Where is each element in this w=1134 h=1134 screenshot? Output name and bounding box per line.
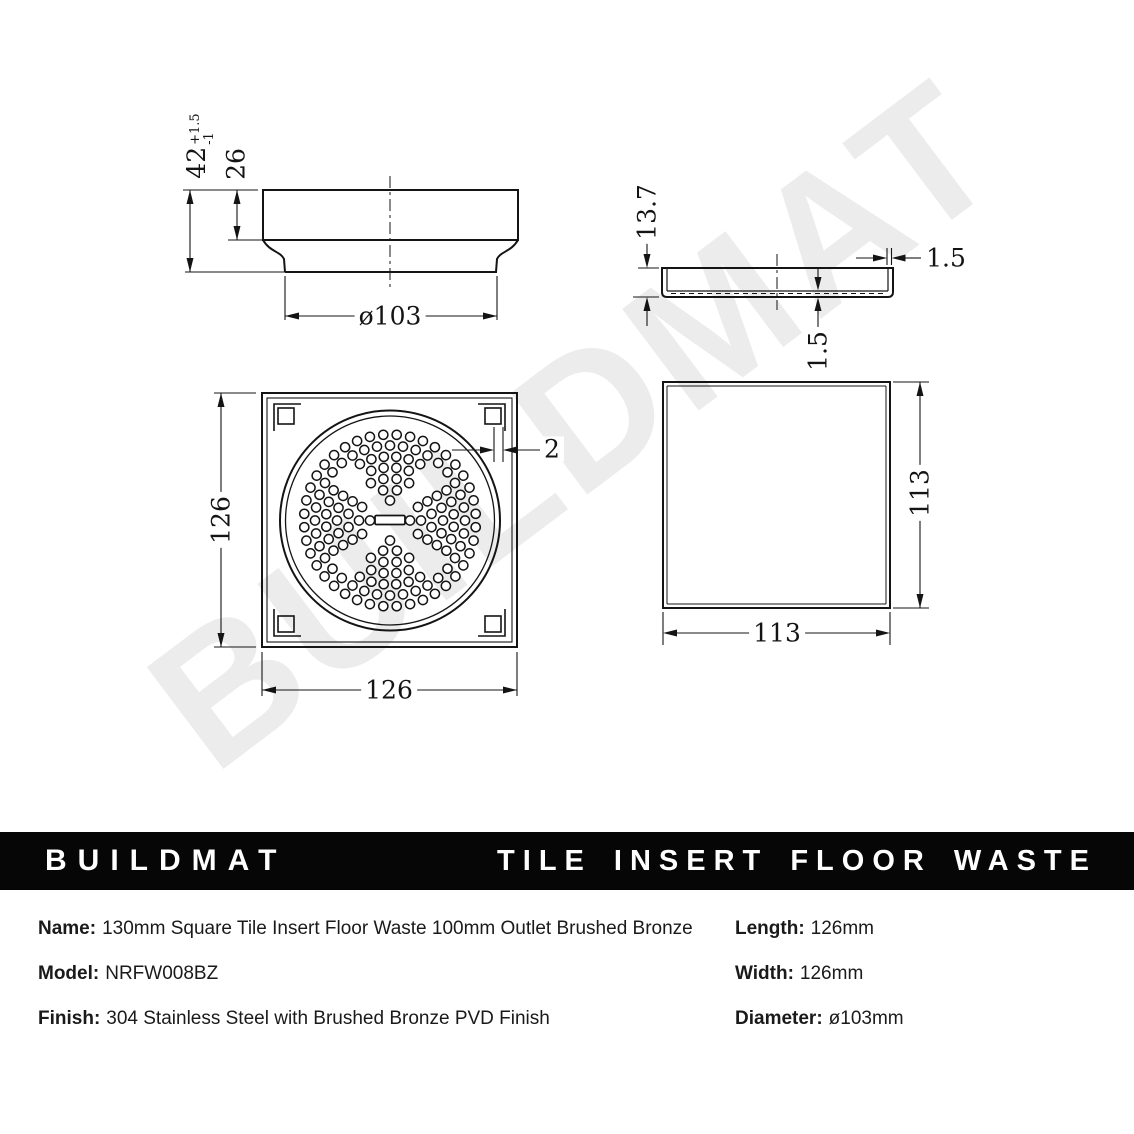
dim-tray-wall-thickness: 1.5 — [922, 245, 970, 271]
brand-logo-text: BUILDMAT — [45, 844, 288, 877]
spec-finish: Finish:304 Stainless Steel with Brushed … — [38, 1008, 550, 1030]
body-side-view — [183, 176, 519, 320]
product-category-title: TILE INSERT FLOOR WASTE — [497, 844, 1097, 877]
spec-model-value: NRFW008BZ — [105, 963, 219, 984]
spec-length-value: 126mm — [810, 918, 875, 939]
grate-top-view — [214, 392, 541, 696]
spec-length-label: Length: — [735, 918, 805, 939]
spec-name-label: Name: — [38, 918, 97, 939]
dim-insert-width: 113 — [749, 620, 805, 646]
spec-diameter-value: ø103mm — [828, 1008, 904, 1029]
perforation-pattern — [298, 429, 482, 612]
dim-grate-width: 126 — [361, 677, 417, 703]
spec-diameter-label: Diameter: — [735, 1008, 823, 1029]
spec-length: Length:126mm — [735, 918, 874, 940]
tray-side-view — [633, 238, 921, 334]
spec-finish-value: 304 Stainless Steel with Brushed Bronze … — [106, 1008, 550, 1029]
spec-name-value: 130mm Square Tile Insert Floor Waste 100… — [102, 918, 693, 939]
title-banner: BUILDMAT TILE INSERT FLOOR WASTE — [0, 832, 1134, 890]
spec-width: Width:126mm — [735, 963, 863, 985]
spec-width-label: Width: — [735, 963, 794, 984]
spec-finish-label: Finish: — [38, 1008, 101, 1029]
spec-model-label: Model: — [38, 963, 100, 984]
dim-grate-rim-width: 2 — [540, 436, 564, 462]
dim-outlet-diameter: ø103 — [354, 303, 426, 329]
technical-drawing — [183, 176, 929, 696]
corner-brackets — [273, 403, 506, 637]
spec-model: Model:NRFW008BZ — [38, 963, 218, 985]
lift-slot — [374, 514, 406, 526]
spec-diameter: Diameter:ø103mm — [735, 1008, 904, 1030]
spec-name: Name:130mm Square Tile Insert Floor Wast… — [38, 918, 693, 940]
spec-width-value: 126mm — [799, 963, 864, 984]
